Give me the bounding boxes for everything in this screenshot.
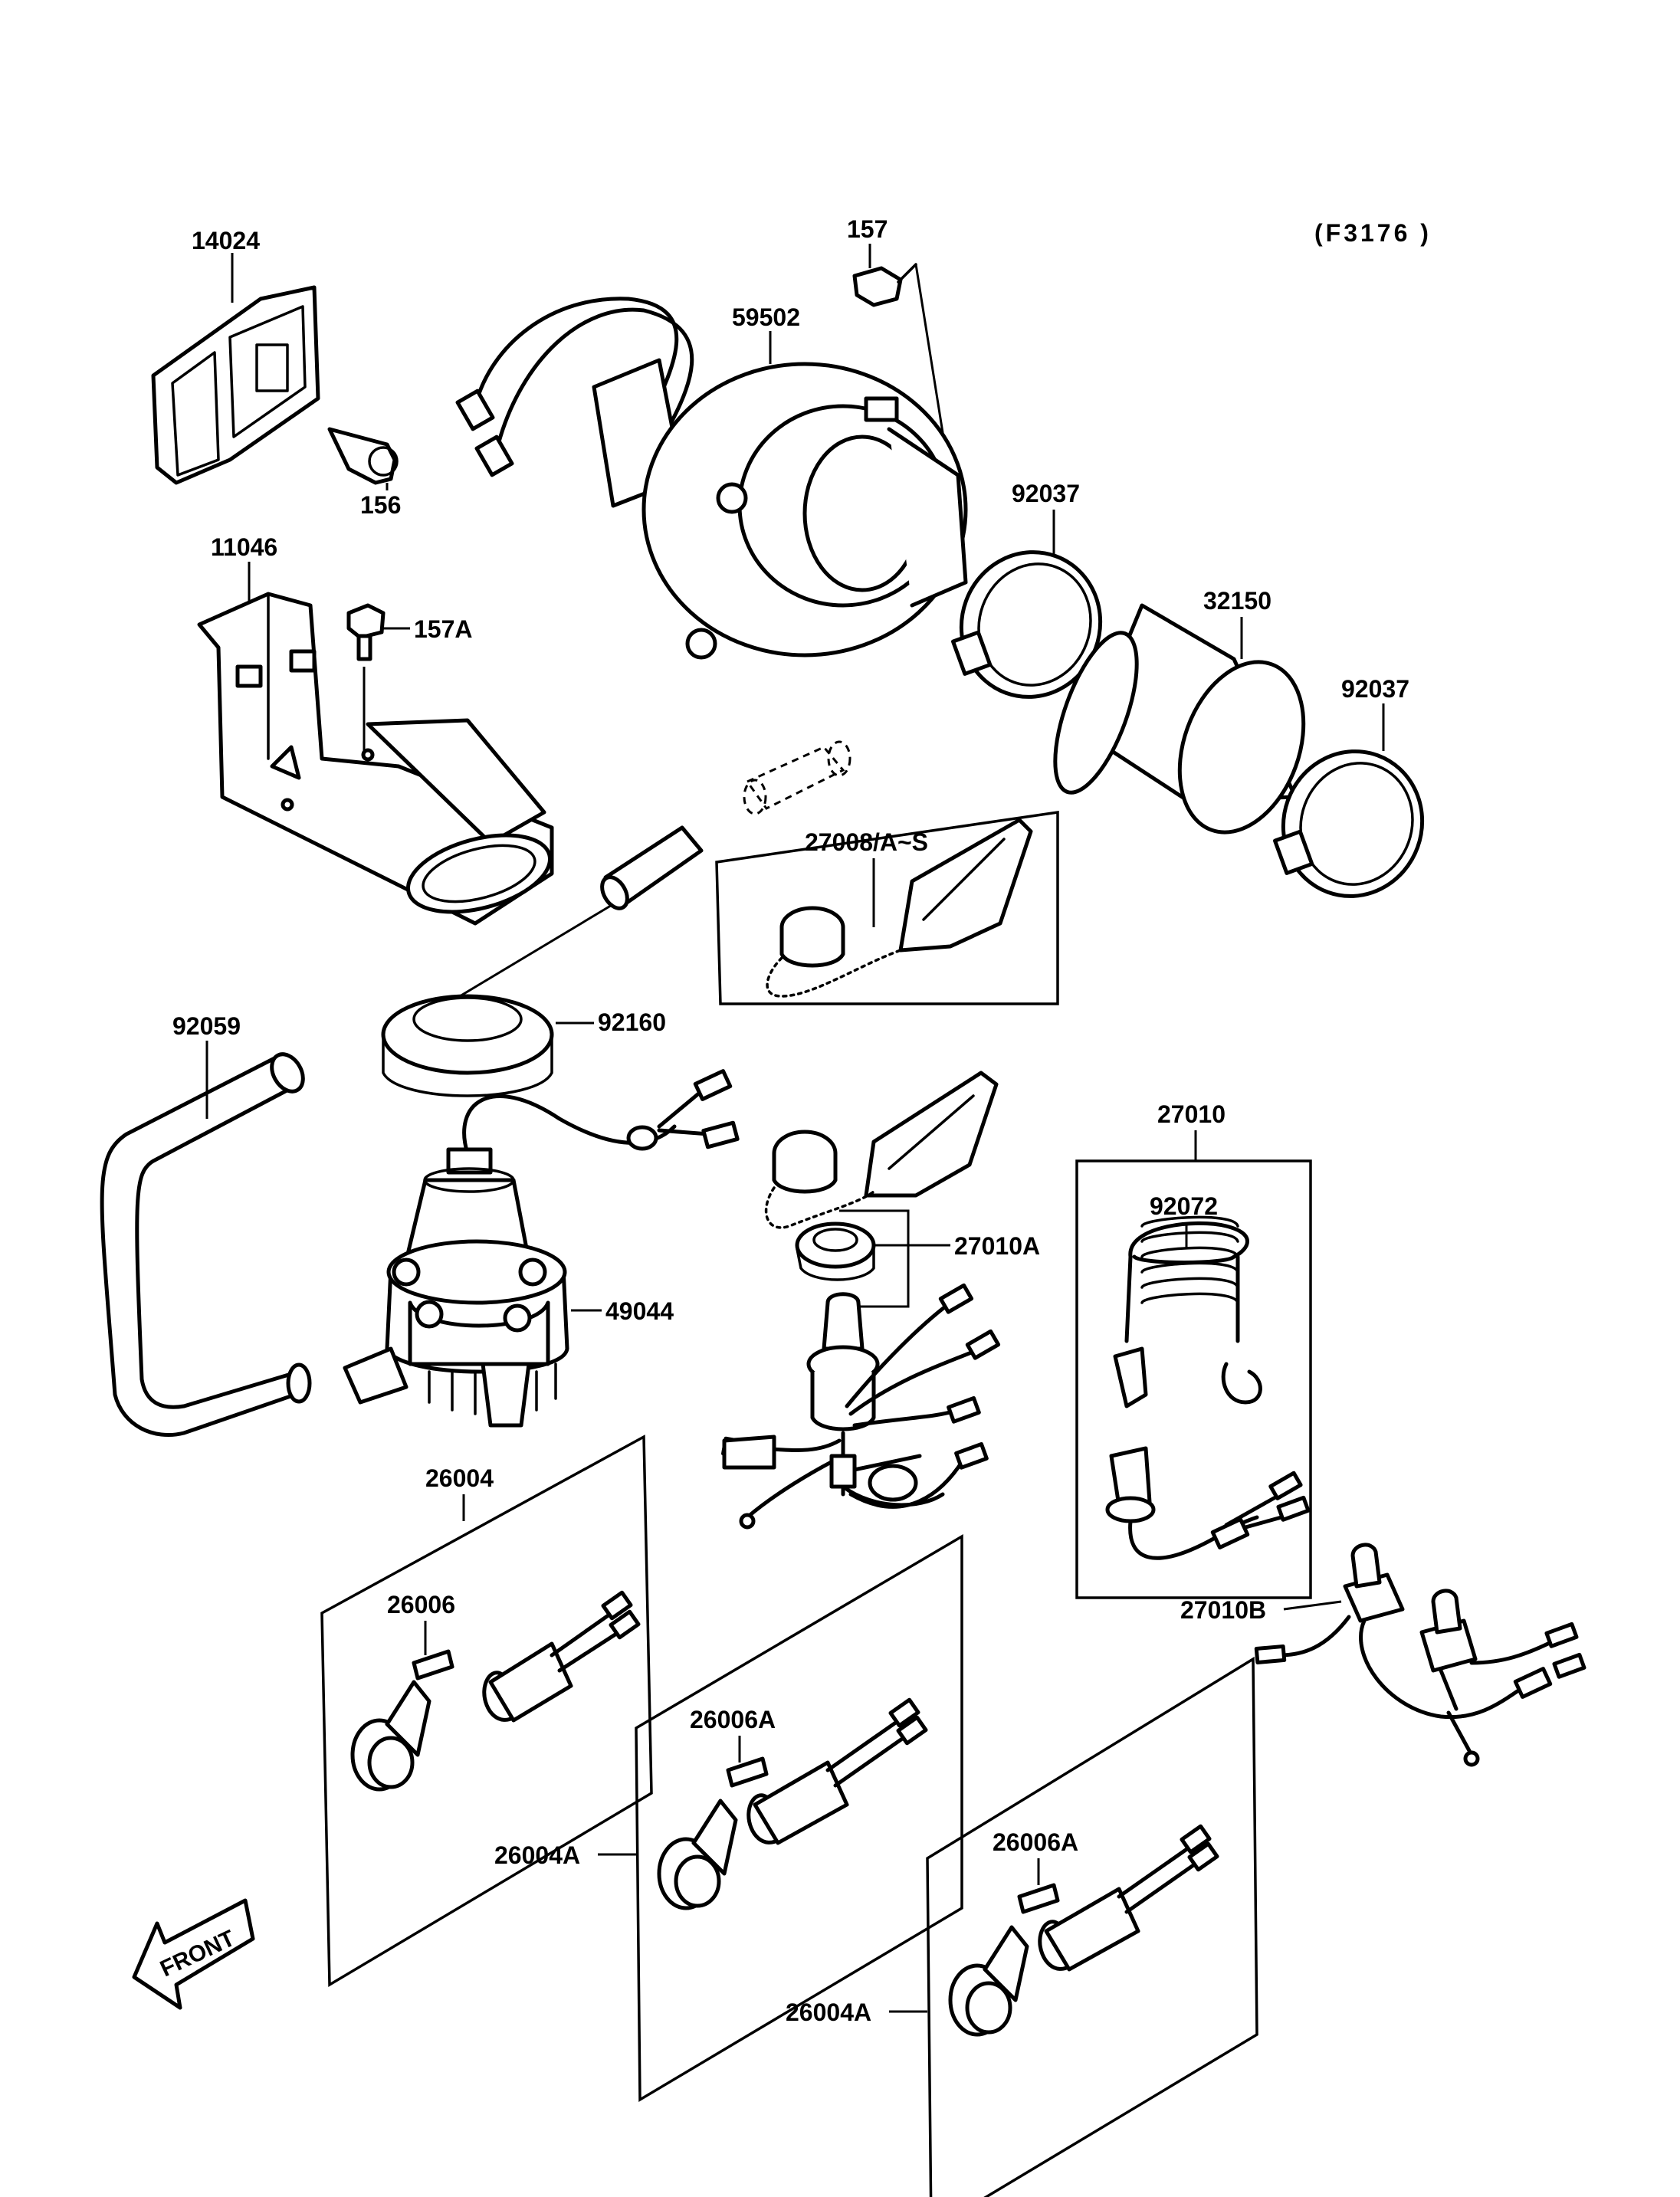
reference-code: (F3176 ) bbox=[1314, 219, 1432, 247]
box-26004A-lower bbox=[926, 1656, 1258, 2197]
label-26006A-upper: 26006A bbox=[690, 1706, 776, 1733]
label-92037-upper: 92037 bbox=[1012, 480, 1080, 507]
label-157A: 157A bbox=[414, 615, 473, 643]
label-26004A-lower: 26004A bbox=[786, 1999, 871, 2026]
label-26004: 26004 bbox=[425, 1464, 494, 1492]
label-157: 157 bbox=[847, 215, 888, 243]
part-27010B-switches bbox=[1254, 1543, 1586, 1767]
part-hose-piece bbox=[600, 825, 704, 910]
label-27010A: 27010A bbox=[954, 1232, 1040, 1260]
part-dashed-connector bbox=[743, 740, 851, 815]
part-14024-cover bbox=[151, 285, 399, 485]
label-14024: 14024 bbox=[192, 227, 260, 254]
part-49044-pump bbox=[343, 1069, 740, 1428]
part-32150-duct bbox=[1053, 603, 1306, 835]
front-arrow-icon: FRONT bbox=[132, 1898, 255, 2010]
part-92037-clamp-lower bbox=[1273, 749, 1425, 898]
part-92037-clamp-upper bbox=[951, 550, 1103, 699]
part-157A-bolt bbox=[346, 603, 386, 661]
label-26006: 26006 bbox=[387, 1591, 455, 1618]
part-92059-hose bbox=[100, 1052, 312, 1438]
label-92160: 92160 bbox=[598, 1008, 666, 1036]
label-92072: 92072 bbox=[1150, 1192, 1218, 1220]
label-156: 156 bbox=[360, 491, 401, 519]
box-27008 bbox=[715, 810, 1059, 1005]
label-92059: 92059 bbox=[172, 1012, 241, 1040]
part-92160-ring bbox=[381, 994, 554, 1097]
box-26004 bbox=[320, 1435, 653, 1988]
label-27010B: 27010B bbox=[1180, 1596, 1266, 1624]
part-27010-switch-assembly bbox=[721, 1071, 1001, 1530]
label-26006A-lower: 26006A bbox=[993, 1828, 1078, 1856]
label-26004A-upper: 26004A bbox=[494, 1841, 580, 1869]
part-59502-blower bbox=[455, 297, 968, 660]
label-27008: 27008/A~S bbox=[805, 828, 928, 856]
label-11046: 11046 bbox=[211, 533, 277, 561]
box-26004A-upper bbox=[635, 1533, 963, 2103]
label-27010: 27010 bbox=[1157, 1100, 1226, 1128]
label-32150: 32150 bbox=[1203, 587, 1271, 615]
part-11046-bracket bbox=[197, 592, 554, 926]
label-49044: 49044 bbox=[605, 1297, 674, 1325]
label-92037-lower: 92037 bbox=[1341, 675, 1409, 703]
part-157-bolt bbox=[852, 263, 917, 307]
box-27010 bbox=[1075, 1159, 1312, 1599]
label-59502: 59502 bbox=[732, 303, 800, 331]
